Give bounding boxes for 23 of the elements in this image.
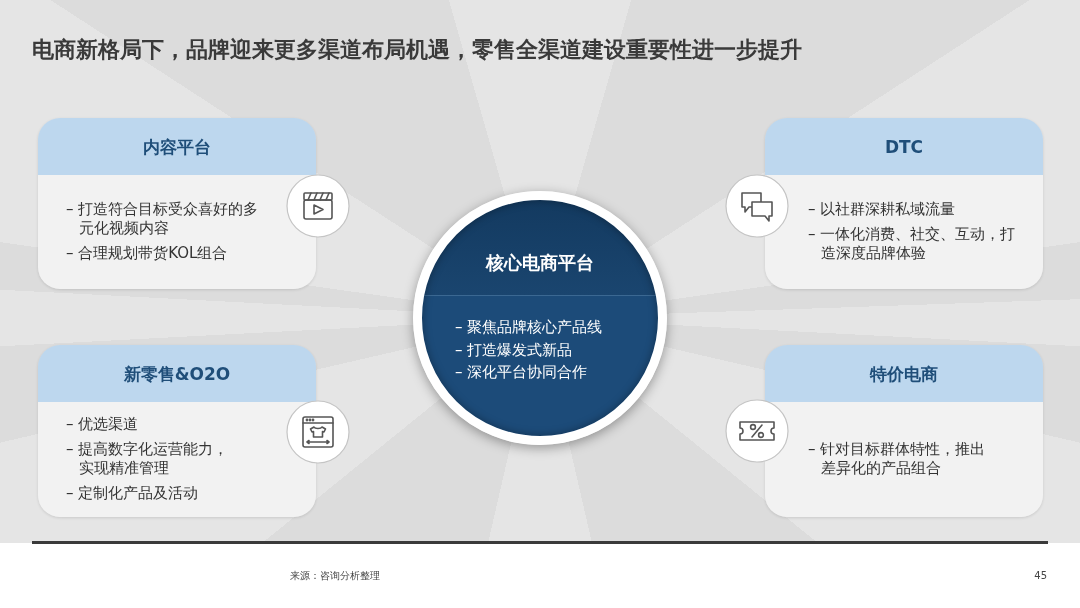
channel-card <box>765 345 1043 517</box>
channel-card <box>38 345 316 517</box>
bullet-text: – 合理规划带货KOL组合 <box>66 243 229 263</box>
slide-title: 电商新格局下，品牌迎来更多渠道布局机遇，零售全渠道建设重要性进一步提升 <box>32 36 802 64</box>
bullet-text: – 打造爆发式新品 <box>455 339 574 361</box>
page-number: 45 <box>1034 569 1047 582</box>
channel-card <box>38 118 316 289</box>
bullet-text: – 聚焦品牌核心产品线 <box>455 317 603 338</box>
card-title: 内容平台 <box>143 135 211 158</box>
bullet-text: – 定制化产品及活动 <box>66 483 200 503</box>
bullet-text: – 优选渠道 <box>66 414 140 434</box>
bullet-text: – 打造符合目标受众喜好的多元化视频内容 <box>66 199 260 238</box>
channel-card <box>765 118 1043 289</box>
bullet-text: – 一体化消费、社交、互动，打造深度品牌体验 <box>808 224 1017 263</box>
bullet-text: – 深化平台协同合作 <box>455 362 589 383</box>
card-title: DTC <box>884 135 924 158</box>
hub-title: 核心电商平台 <box>486 252 594 274</box>
bullet-text: – 针对目标群体特性，推出差异化的产品组合 <box>808 439 987 478</box>
card-title: 新零售&O2O <box>123 362 231 385</box>
source-note: 来源：咨询分析整理 <box>290 569 380 582</box>
card-title: 特价电商 <box>870 362 938 385</box>
bullet-text: – 以社群深耕私域流量 <box>808 199 957 219</box>
bullet-text: – 提高数字化运营能力，实现精准管理 <box>66 439 230 478</box>
